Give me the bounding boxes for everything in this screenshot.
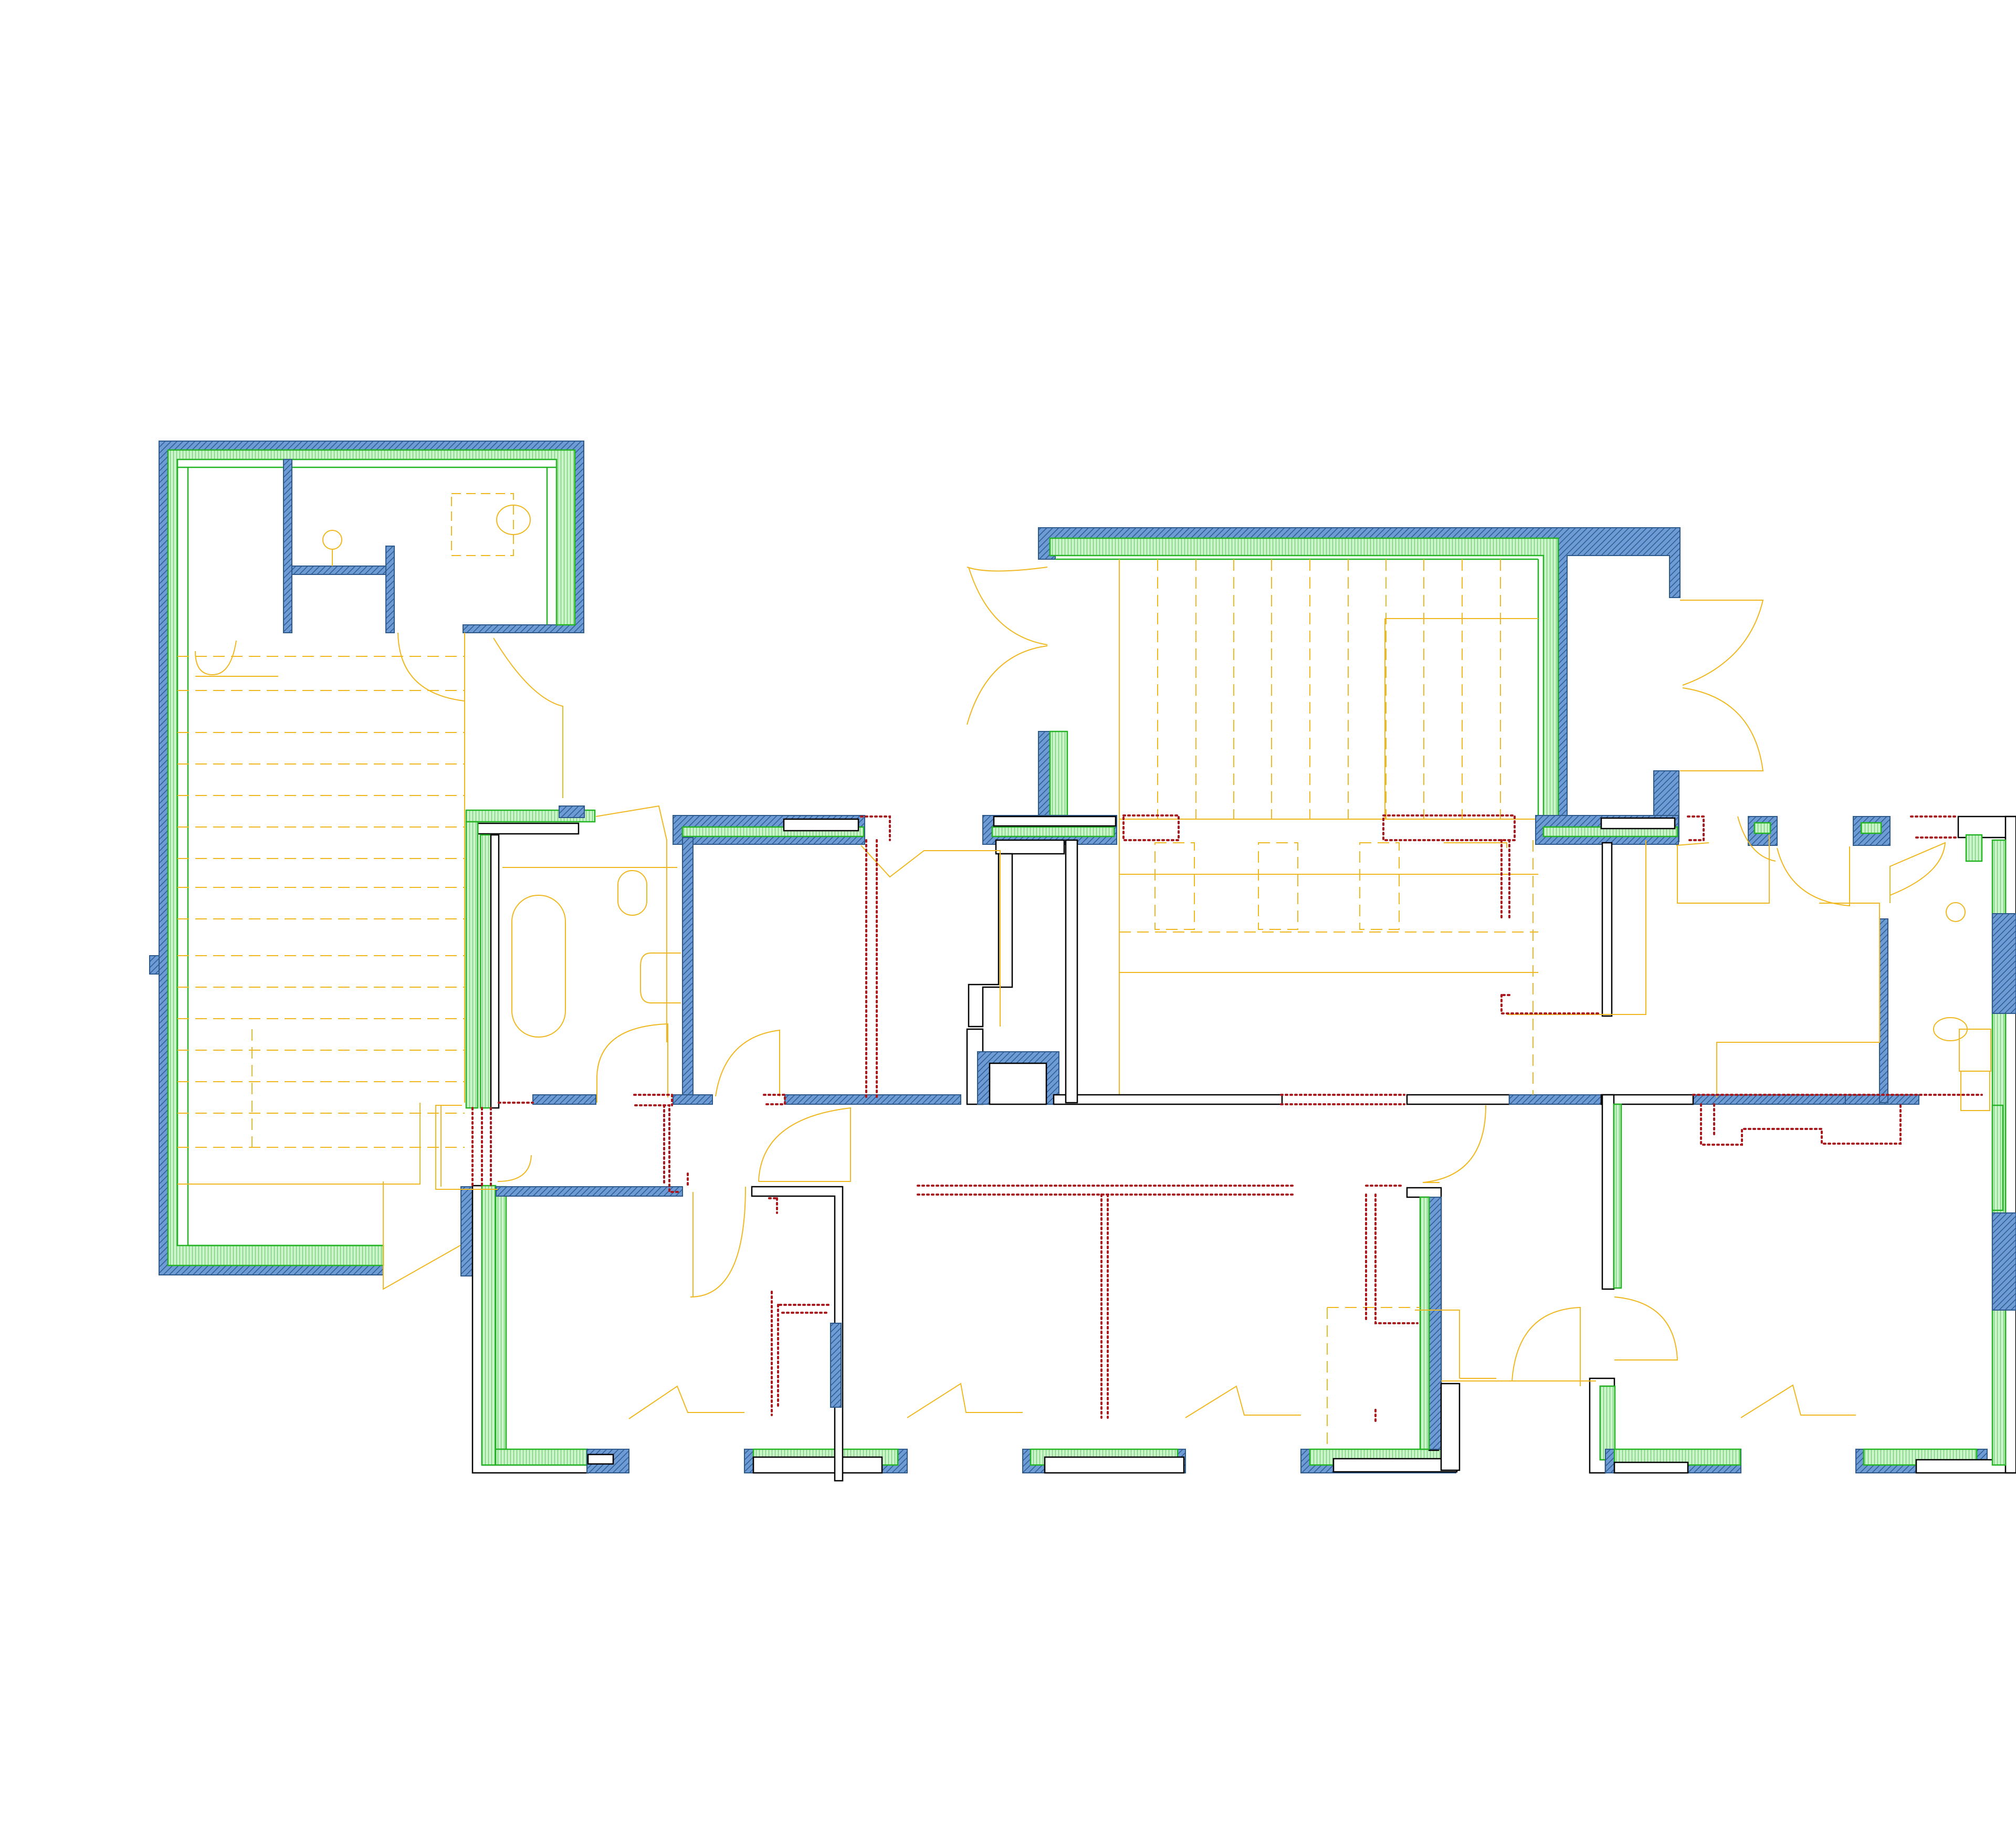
left-wing-bump — [149, 955, 160, 975]
wc-partition-mid — [291, 566, 387, 575]
stair-block-insulation — [1049, 537, 1559, 841]
door-swing — [195, 640, 237, 676]
left-wing — [149, 441, 584, 1290]
toilet-icon — [496, 505, 531, 535]
bathtub-icon — [511, 895, 566, 1038]
stair-block-outer-wall — [1038, 527, 1681, 841]
stair-treads-top — [1119, 559, 1501, 819]
stair-treads — [177, 656, 465, 1148]
washbasin-icon-2 — [1946, 902, 1966, 922]
main-north-wall — [465, 805, 2016, 1109]
left-wing-insulation — [167, 449, 576, 1267]
wc-partition-left — [283, 459, 292, 633]
washbasin-icon — [322, 530, 342, 550]
wc-partition-right — [385, 546, 395, 633]
corridor-wall — [532, 839, 1919, 1290]
fixtures-main — [419, 805, 1991, 1449]
demolition-lines — [471, 814, 1983, 1425]
top-stair-block — [967, 527, 1764, 1097]
main-south-wall — [460, 815, 2016, 1482]
